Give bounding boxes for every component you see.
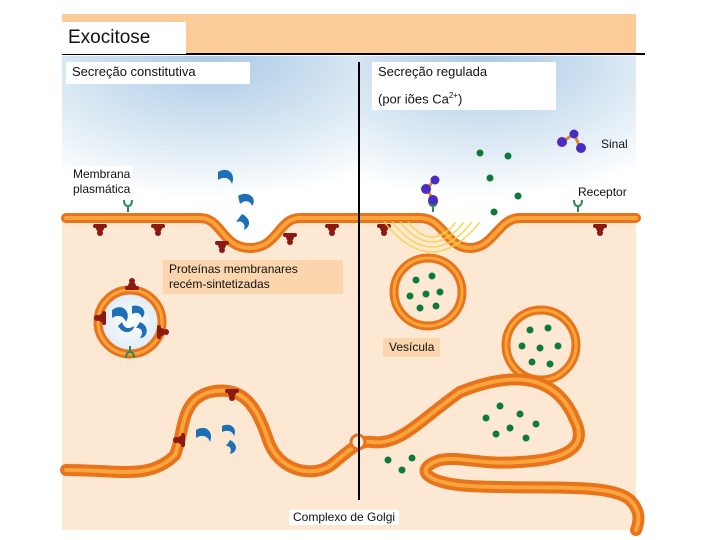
receptor-label: Receptor — [578, 185, 627, 199]
secretory-vesicle — [501, 305, 581, 385]
constitutive-heading: Secreção constitutiva — [66, 62, 250, 84]
proteins-label: Proteínas membranares recém-sintetizadas — [163, 260, 343, 294]
golgi-complex — [60, 373, 645, 536]
constitutive-heading-text: Secreção constitutiva — [72, 64, 196, 79]
membrane-label: Membrana plasmática — [70, 166, 134, 198]
calcium-waves — [383, 221, 481, 253]
bound-signal-icon — [421, 175, 440, 205]
constitutive-vesicle — [93, 278, 169, 359]
fusing-secretory-vesicle — [389, 253, 467, 331]
signal-icon — [557, 129, 586, 153]
signal-label: Sinal — [601, 137, 628, 151]
regulated-heading: Secreção regulada (por iões Ca2+) — [372, 62, 556, 110]
diagram-title: Exocitose — [62, 22, 186, 54]
regulated-subheading: (por iões Ca2+) — [378, 91, 463, 107]
cytoplasm — [62, 218, 636, 530]
golgi-label: Complexo de Golgi — [289, 510, 400, 525]
secreted-granules — [476, 149, 522, 216]
secreted-cargo — [218, 169, 254, 230]
regulated-heading-text: Secreção regulada — [378, 64, 488, 79]
vesicle-label: Vesícula — [383, 338, 441, 357]
